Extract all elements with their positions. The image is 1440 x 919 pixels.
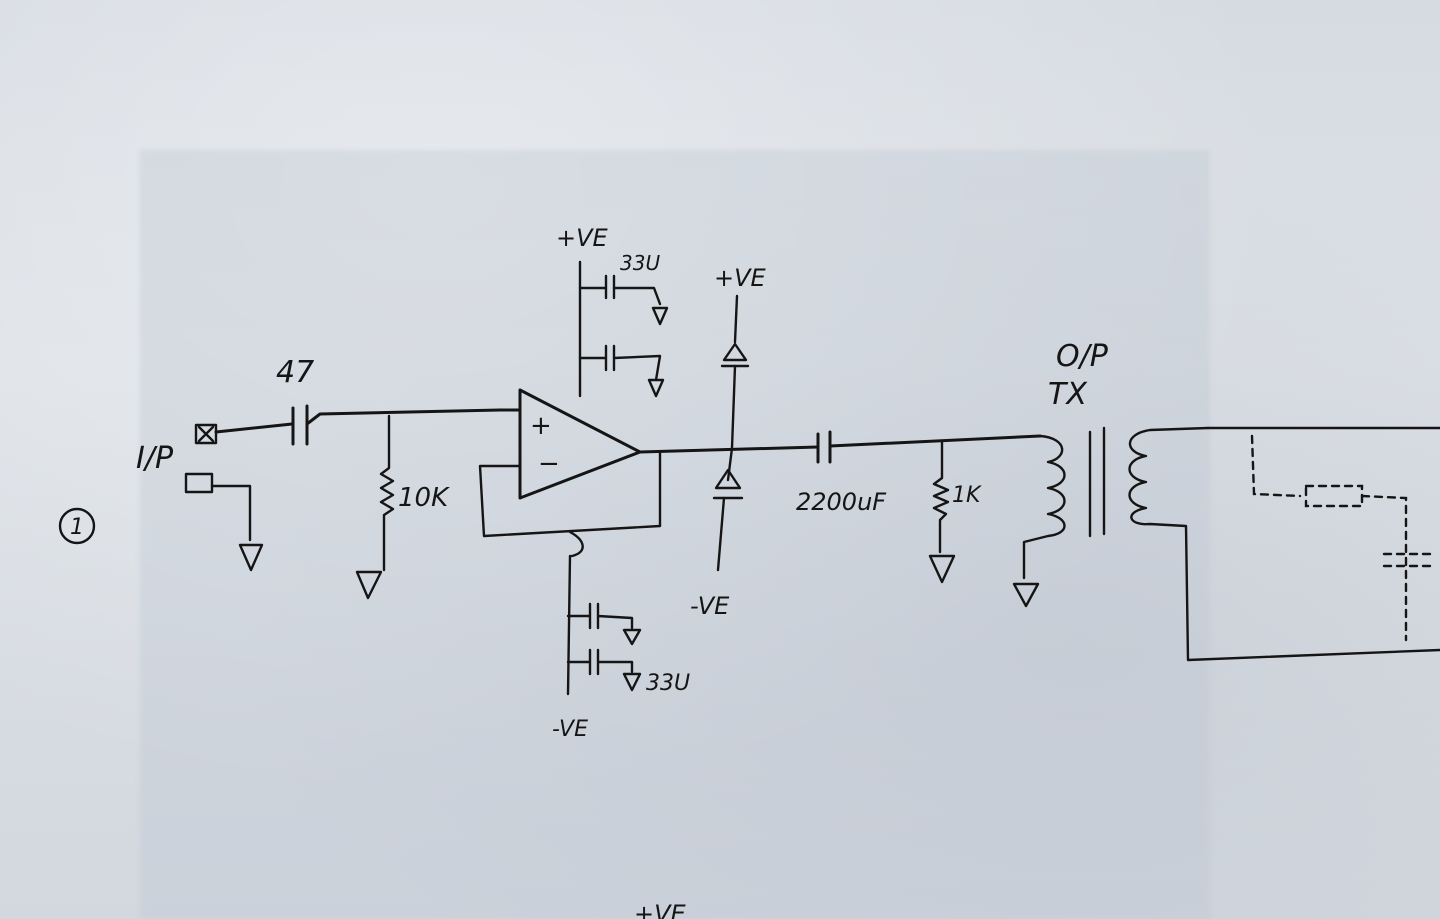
secondary-coil xyxy=(1128,426,1440,662)
ground-icon xyxy=(622,628,642,646)
output-label-line1: O/P xyxy=(1056,339,1109,374)
negative-supply: 33U -VE xyxy=(552,554,690,742)
diode-clamp: +VE -VE xyxy=(690,264,767,620)
output-wire xyxy=(638,445,820,454)
ground-icon xyxy=(238,543,264,572)
ground-icon xyxy=(651,306,669,326)
diode-icon xyxy=(714,468,742,490)
top-cap-value-label: 33U xyxy=(620,251,660,275)
opamp-minus-label: − xyxy=(538,449,560,479)
input-resistor-label: 10K xyxy=(398,483,450,513)
output-capacitor: 2200uF xyxy=(796,430,1042,516)
positive-supply: +VE 33U xyxy=(556,224,669,398)
bottom-supply-label: -VE xyxy=(552,717,588,742)
dashed-continuation xyxy=(1250,434,1432,642)
circuit-number: 1 xyxy=(58,507,96,545)
transformer-core xyxy=(1088,426,1106,538)
input-capacitor: 47 xyxy=(214,355,502,446)
input-cap-label: 47 xyxy=(276,355,314,390)
opamp-plus-label: + xyxy=(530,411,552,441)
input-jack: I/P xyxy=(136,423,264,572)
input-resistor: 10K xyxy=(355,414,450,600)
bottom-cap-value-label: 33U xyxy=(646,671,690,696)
primary-coil xyxy=(1022,434,1066,580)
diode-bottom-supply-label: -VE xyxy=(690,592,730,620)
input-label: I/P xyxy=(136,441,174,476)
output-resistor: 1K xyxy=(928,440,982,584)
ground-icon xyxy=(355,570,383,600)
diode-top-supply-label: +VE xyxy=(714,264,767,292)
ground-icon xyxy=(1012,582,1040,608)
output-resistor-label: 1K xyxy=(952,483,982,508)
output-cap-label: 2200uF xyxy=(796,488,887,516)
output-transformer: O/P TX xyxy=(1012,339,1440,662)
ground-icon xyxy=(622,672,642,692)
ground-icon xyxy=(928,554,956,584)
opamp: + − xyxy=(478,388,662,558)
ground-icon xyxy=(647,378,665,398)
output-label-line2: TX xyxy=(1048,377,1088,412)
diode-icon xyxy=(722,342,748,362)
circuit-number-label: 1 xyxy=(70,515,84,540)
printed-area-shade xyxy=(140,150,1210,919)
top-supply-label: +VE xyxy=(556,224,609,252)
page-bottom-fragment: +VE xyxy=(634,900,687,919)
